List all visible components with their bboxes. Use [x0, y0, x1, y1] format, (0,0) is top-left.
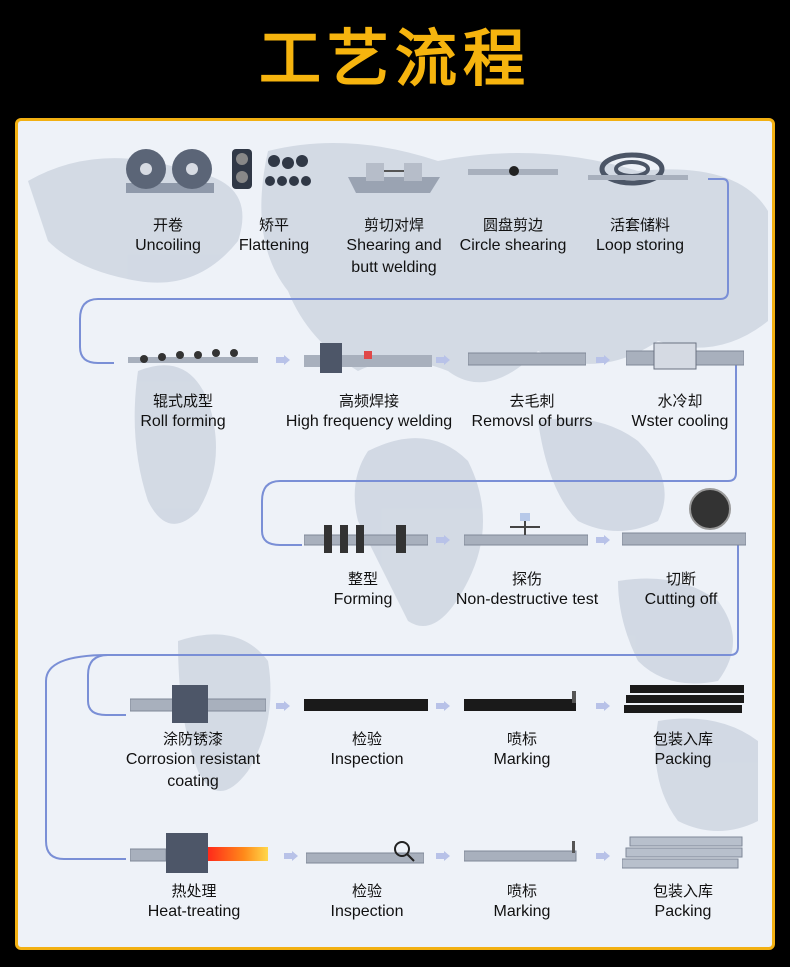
- step-label-en: Roll forming: [140, 413, 226, 430]
- shearing-welding-illustration: [348, 163, 440, 193]
- step-label-zh: 检验: [351, 730, 382, 748]
- step-label-en: Marking: [493, 903, 551, 920]
- step-label-en: Flattening: [238, 237, 310, 254]
- arrow-icon: [596, 535, 610, 545]
- step-label-en: Marking: [493, 751, 551, 768]
- arrow-icon: [596, 851, 610, 861]
- inspection-coated-illustration: [304, 699, 428, 711]
- step-label-zh: 检验: [351, 882, 382, 900]
- marking-heated-illustration: [464, 841, 577, 862]
- step-label-zh: 开卷: [152, 216, 183, 234]
- arrow-icon: [436, 355, 450, 365]
- step-water-cooling: 水冷却 Wster cooling: [618, 391, 742, 433]
- circle-shearing-illustration: [468, 166, 558, 176]
- inspection-heated-illustration: [306, 841, 424, 864]
- page-title: 工艺流程: [258, 22, 531, 95]
- forming-illustration: [304, 525, 428, 553]
- step-label-zh: 热处理: [171, 882, 217, 900]
- marking-coated-illustration: [464, 691, 576, 711]
- step-heat-treating: 热处理 Heat-treating: [132, 881, 256, 923]
- step-forming: 整型 Forming: [308, 569, 418, 611]
- step-inspection-2: 检验 Inspection: [312, 881, 422, 923]
- step-label-zh: 探伤: [511, 570, 542, 588]
- step-label-zh: 辊式成型: [152, 392, 213, 410]
- step-label-en: Forming: [333, 591, 393, 608]
- arrow-icon: [276, 701, 290, 711]
- step-label-en: High frequency welding: [285, 413, 453, 430]
- step-label-en: Removsl of burrs: [471, 413, 593, 430]
- coating-illustration: [130, 685, 266, 723]
- step-label-zh: 涂防锈漆: [162, 730, 223, 748]
- step-roll-forming: 辊式成型 Roll forming: [118, 391, 248, 433]
- step-ndt: 探伤 Non-destructive test: [442, 569, 612, 611]
- step-label-zh: 整型: [347, 570, 378, 588]
- packing-heated-illustration: [622, 836, 743, 869]
- step-circle-shearing: 圆盘剪边 Circle shearing: [452, 215, 574, 257]
- step-inspection-1: 检验 Inspection: [312, 729, 422, 771]
- step-label-zh: 圆盘剪边: [482, 216, 543, 234]
- step-label-en: Circle shearing: [459, 237, 567, 254]
- step-label-en: Cutting off: [644, 591, 718, 608]
- roll-forming-illustration: [128, 349, 258, 363]
- step-label-zh: 活套储料: [609, 216, 670, 234]
- step-label-zh: 包装入库: [652, 730, 713, 748]
- step-label-zh: 切断: [665, 570, 696, 588]
- step-label-zh: 矫平: [258, 216, 289, 234]
- step-uncoiling: 开卷 Uncoiling: [118, 215, 218, 257]
- arrow-icon: [436, 535, 450, 545]
- arrow-icon: [596, 701, 610, 711]
- uncoiling-illustration: [126, 149, 214, 193]
- step-label-en: Wster cooling: [631, 413, 729, 430]
- step-label-zh: 喷标: [506, 882, 537, 900]
- step-burr-removal: 去毛刺 Removsl of burrs: [462, 391, 602, 433]
- step-hf-welding: 高频焊接 High frequency welding: [280, 391, 458, 433]
- ndt-illustration: [464, 513, 588, 546]
- step-label-en: Uncoiling: [135, 237, 201, 254]
- cutting-off-illustration: [622, 488, 746, 546]
- step-label-zh: 喷标: [506, 730, 537, 748]
- step-label-en: Packing: [654, 903, 712, 920]
- burr-removal-illustration: [468, 352, 586, 366]
- step-label-en: Heat-treating: [147, 903, 241, 920]
- step-label-zh: 高频焊接: [338, 392, 399, 410]
- step-packing-2: 包装入库 Packing: [630, 881, 736, 923]
- arrow-icon: [436, 851, 450, 861]
- step-label-en: Inspection: [330, 751, 404, 768]
- flattening-illustration: [232, 149, 311, 189]
- flow-connector-lines: [45, 178, 739, 860]
- arrow-icon: [276, 355, 290, 365]
- step-label-en: Non-destructive test: [455, 591, 599, 608]
- step-marking-1: 喷标 Marking: [472, 729, 572, 771]
- step-label-zh: 去毛刺: [509, 392, 555, 410]
- step-cutting-off: 切断 Cutting off: [626, 569, 736, 611]
- step-label-zh: 水冷却: [657, 392, 703, 410]
- step-label-en: Corrosion resistant coating: [125, 751, 261, 790]
- flow-background: [28, 143, 768, 860]
- step-shearing-welding: 剪切对焊 Shearing and butt welding: [340, 215, 448, 279]
- step-loop-storing: 活套储料 Loop storing: [584, 215, 696, 257]
- step-flattening: 矫平 Flattening: [224, 215, 324, 257]
- process-flow-panel: 开卷 Uncoiling 矫平 Flattening 剪切对焊 Shearing…: [15, 118, 775, 950]
- arrow-icon: [596, 355, 610, 365]
- step-marking-2: 喷标 Marking: [472, 881, 572, 923]
- step-label-zh: 包装入库: [652, 882, 713, 900]
- arrow-icon: [436, 701, 450, 711]
- loop-storing-illustration: [588, 152, 688, 186]
- step-label-zh: 剪切对焊: [363, 216, 424, 234]
- world-map-shapes: [28, 143, 768, 831]
- step-label-en: Packing: [654, 751, 712, 768]
- water-cooling-illustration: [626, 342, 744, 370]
- step-label-en: Shearing and butt welding: [346, 237, 442, 276]
- step-coating: 涂防锈漆 Corrosion resistant coating: [122, 729, 264, 793]
- step-label-en: Inspection: [330, 903, 404, 920]
- hf-welding-illustration: [304, 343, 432, 373]
- arrow-icon: [284, 851, 298, 861]
- step-packing-1: 包装入库 Packing: [630, 729, 736, 771]
- packing-coated-illustration: [624, 685, 744, 713]
- step-label-en: Loop storing: [595, 237, 685, 254]
- heat-treating-illustration: [130, 833, 268, 873]
